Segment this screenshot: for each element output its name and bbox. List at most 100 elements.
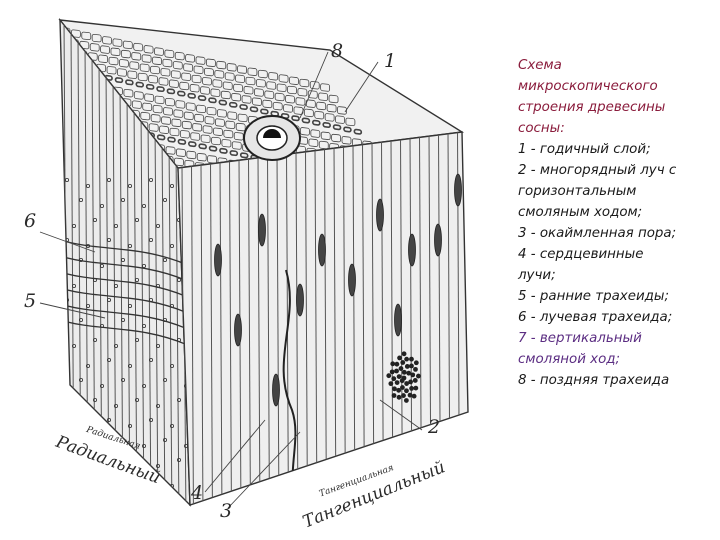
pit: [141, 263, 146, 268]
resin-cell: [407, 392, 413, 398]
uniseriate-ray: [434, 223, 442, 257]
pit: [100, 263, 105, 268]
tracheid-cell: [135, 81, 145, 88]
pit: [134, 397, 139, 402]
tracheid-cell: [172, 61, 183, 70]
tracheid-cell: [287, 85, 297, 95]
uniseriate-ray: [408, 233, 416, 267]
tracheid-cell: [231, 93, 242, 102]
tracheid-cell: [235, 122, 246, 132]
pit: [169, 363, 174, 368]
tracheid-cell: [204, 116, 215, 125]
tracheid-cell: [144, 93, 155, 102]
tracheid-cell: [167, 136, 176, 143]
pit: [107, 417, 112, 422]
tracheid-cell: [114, 77, 124, 84]
resin-cell: [409, 363, 414, 369]
tracheid-cell: [239, 152, 249, 159]
tracheid-cell: [299, 78, 310, 88]
tracheid-cell: [276, 83, 287, 92]
tracheid-cell: [291, 115, 300, 122]
pit: [107, 477, 112, 482]
pit: [100, 383, 105, 388]
legend-item: 5 - ранние трахеиды;: [518, 289, 669, 304]
tracheid-cell: [176, 90, 186, 97]
tracheid-cell: [318, 140, 329, 150]
resin-cell: [400, 360, 406, 365]
tracheid-cell: [207, 155, 217, 164]
tracheid-cell: [228, 101, 238, 108]
tracheid-cell: [326, 104, 337, 113]
tracheid-cell: [204, 67, 214, 77]
tracheid-cell: [297, 88, 308, 97]
tracheid-wall: [161, 131, 166, 505]
uniseriate-ray: [296, 283, 304, 317]
tracheid-wall: [305, 149, 308, 505]
pit: [93, 337, 98, 342]
pit: [155, 463, 160, 468]
pit: [127, 243, 132, 248]
resin-cell: [413, 385, 419, 391]
resin-cell: [386, 373, 392, 379]
tracheid-cell: [137, 72, 148, 82]
tracheid-cell: [156, 134, 166, 141]
tracheid-cell: [79, 40, 90, 50]
tracheid-cell: [185, 54, 196, 63]
resin-cell: [416, 373, 421, 379]
pit: [121, 257, 126, 262]
tracheid-wall: [267, 154, 270, 505]
tracheid-cell: [268, 72, 279, 81]
tracheid-cell: [285, 95, 295, 104]
tracheid-cell: [91, 33, 102, 43]
pit: [86, 303, 91, 308]
tracheid-wall: [210, 161, 213, 505]
tracheid-cell: [337, 106, 347, 115]
tracheid-cell: [122, 40, 133, 50]
tracheid-cell: [120, 49, 131, 59]
tracheid-cell: [186, 150, 197, 160]
tracheid-cell: [148, 123, 159, 132]
pit: [141, 323, 146, 328]
pit: [107, 357, 112, 362]
tracheid-cell: [241, 95, 252, 104]
tracheid-wall: [168, 139, 173, 505]
resin-cell: [401, 351, 407, 357]
pit: [176, 457, 181, 462]
tracheid-cell: [260, 108, 269, 115]
tracheid-cell: [189, 84, 200, 93]
pit: [79, 377, 84, 382]
tracheid-cell: [145, 83, 155, 90]
pit: [127, 363, 132, 368]
tracheid-cell: [308, 138, 319, 147]
tracheid-cell: [160, 68, 171, 77]
legend-item: 1 - годичный слой;: [518, 142, 651, 157]
legend-item: 3 - окаймленная пора;: [518, 226, 677, 241]
tracheid-wall: [276, 152, 280, 505]
tracheid-cell: [170, 70, 181, 79]
tracheid-cell: [235, 74, 245, 83]
tracheid-cell: [331, 133, 342, 143]
tracheid-cell: [257, 69, 268, 79]
pit: [134, 277, 139, 282]
tracheid-cell: [343, 126, 352, 133]
tracheid-cell: [243, 86, 254, 95]
pit: [141, 203, 146, 208]
tracheid-cell: [131, 52, 142, 61]
resin-cell: [398, 366, 404, 371]
tracheid-cell: [140, 111, 151, 121]
pit: [169, 183, 174, 188]
tracheid-cell: [247, 67, 258, 76]
pit: [127, 423, 132, 428]
tracheid-cell: [307, 90, 318, 99]
tracheid-cell: [208, 97, 217, 104]
tracheid-wall: [324, 146, 327, 505]
tracheid-cell: [202, 77, 212, 86]
pit: [134, 337, 139, 342]
tracheid-cell: [131, 100, 142, 109]
legend-item: 7 - вертикальный смоляной ход;: [518, 331, 642, 367]
resin-cell: [397, 355, 402, 361]
tracheid-cell: [168, 79, 179, 88]
tracheid-cell: [215, 118, 225, 127]
tracheid-cell: [183, 111, 194, 121]
tracheid-cell: [219, 147, 228, 154]
